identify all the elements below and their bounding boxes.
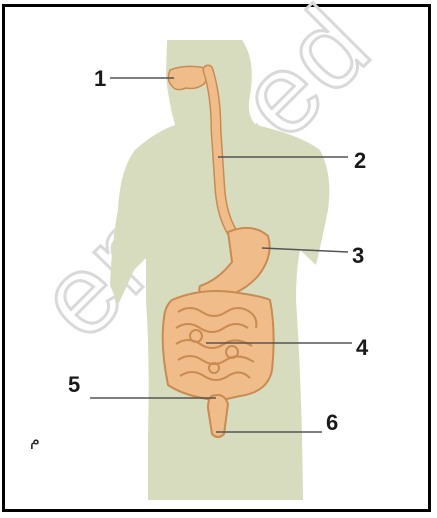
footnote-text: م <box>30 430 40 449</box>
label-2: 2 <box>354 148 366 173</box>
rectum-organ <box>208 395 228 437</box>
mouth-organ <box>168 66 207 89</box>
label-1: 1 <box>94 66 106 91</box>
label-5: 5 <box>68 372 80 397</box>
label-6: 6 <box>326 410 338 435</box>
label-4: 4 <box>356 335 369 360</box>
large-intestine-organ <box>163 291 274 400</box>
label-3: 3 <box>352 243 364 268</box>
